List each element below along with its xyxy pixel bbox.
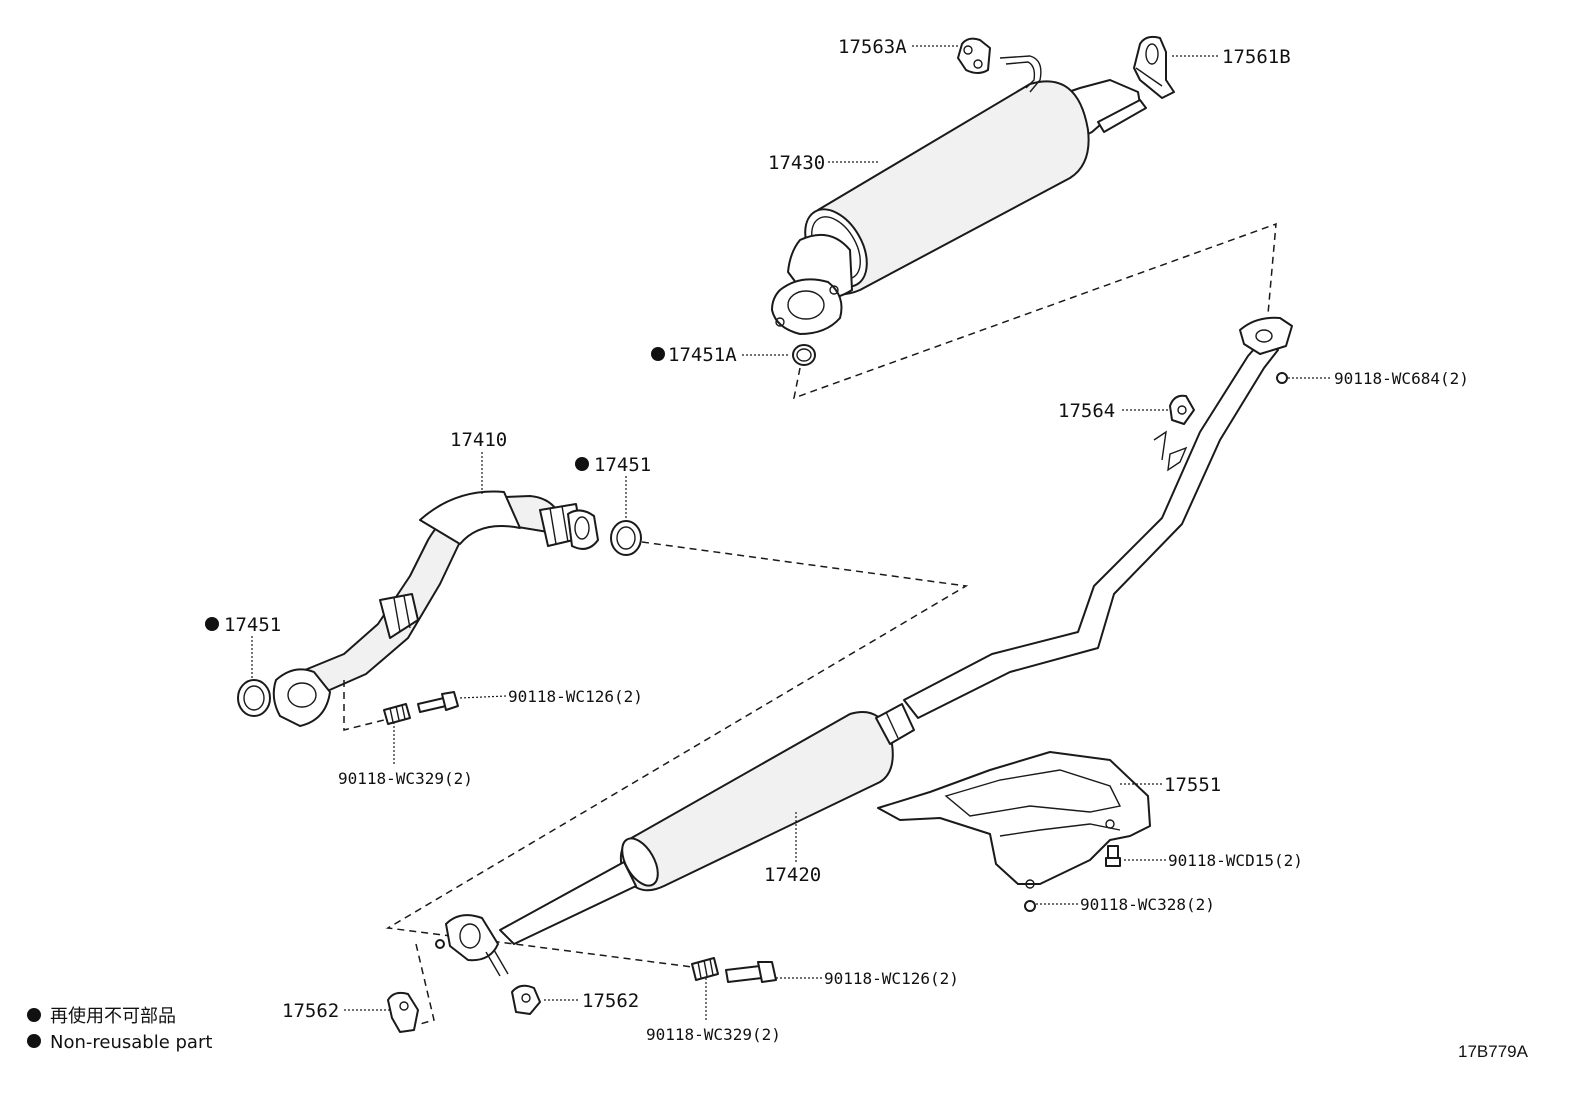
label-17551: 17551 <box>1164 774 1221 796</box>
non-reusable-dot-17451-top <box>575 457 589 471</box>
heat-insulator-17551[interactable] <box>877 751 1151 889</box>
part-labels: 17563A 17561B 17430 17451A 17564 90118-W… <box>205 36 1469 1044</box>
non-reusable-dot-17451A <box>651 347 665 361</box>
label-17410: 17410 <box>450 429 507 451</box>
label-17420: 17420 <box>764 864 821 886</box>
label-17451-left: 17451 <box>224 614 281 636</box>
gasket-17451-top[interactable] <box>610 520 642 556</box>
label-17561B: 17561B <box>1222 46 1291 68</box>
hanger-17564[interactable] <box>1169 394 1195 425</box>
spring-90118-WC329-a[interactable] <box>383 703 411 725</box>
bolt-90118-WC126-b[interactable] <box>725 961 777 983</box>
label-90118-WC329-a: 90118-WC329(2) <box>338 769 473 788</box>
label-90118-WC684: 90118-WC684(2) <box>1334 369 1469 388</box>
legend-dot-english <box>27 1034 41 1048</box>
legend-japanese: 再使用不可部品 <box>50 1006 176 1027</box>
label-17563A: 17563A <box>838 36 907 58</box>
label-90118-WCD15: 90118-WCD15(2) <box>1168 851 1303 870</box>
label-90118-WC328: 90118-WC328(2) <box>1080 895 1215 914</box>
label-17451-top: 17451 <box>594 454 651 476</box>
leader-lines <box>251 45 1330 1020</box>
legend-english: Non-reusable part <box>50 1032 212 1053</box>
label-17562-right: 17562 <box>582 990 639 1012</box>
label-90118-WC126-b: 90118-WC126(2) <box>824 969 959 988</box>
label-90118-WC126-a: 90118-WC126(2) <box>508 687 643 706</box>
label-17564: 17564 <box>1058 400 1115 422</box>
center-pipe-17420[interactable] <box>445 316 1293 977</box>
legend-dot-japanese <box>27 1008 41 1022</box>
label-17451A: 17451A <box>668 344 737 366</box>
assembly-line-front <box>385 541 969 969</box>
label-90118-WC329-b: 90118-WC329(2) <box>646 1025 781 1044</box>
label-17562-left: 17562 <box>282 1000 339 1022</box>
diagram-code: 17B779A <box>1458 1042 1529 1061</box>
non-reusable-dot-17451-left <box>205 617 219 631</box>
hanger-17563A[interactable] <box>957 37 991 74</box>
assembly-line-rear <box>793 222 1277 400</box>
spring-90118-WC329-b[interactable] <box>691 957 719 981</box>
front-pipe-17410[interactable] <box>272 490 599 727</box>
stud <box>435 939 445 949</box>
assembly-line-left <box>343 680 385 731</box>
main-muffler-17430[interactable] <box>771 55 1147 335</box>
label-17430: 17430 <box>768 152 825 174</box>
assembly-line-17562 <box>415 943 435 1025</box>
gasket-17451A[interactable] <box>792 344 816 366</box>
hanger-17562-right[interactable] <box>511 984 541 1015</box>
nut-90118-WC684[interactable] <box>1276 372 1288 384</box>
bolt-90118-WC126-a[interactable] <box>417 691 459 713</box>
nut-90118-WC328[interactable] <box>1024 900 1036 912</box>
legend: 再使用不可部品 Non-reusable part <box>27 1006 212 1053</box>
hanger-17562-left[interactable] <box>387 991 419 1033</box>
hanger-17561B[interactable] <box>1133 35 1175 99</box>
gasket-17451-left[interactable] <box>237 679 271 717</box>
bolt-90118-WCD15[interactable] <box>1105 845 1121 867</box>
